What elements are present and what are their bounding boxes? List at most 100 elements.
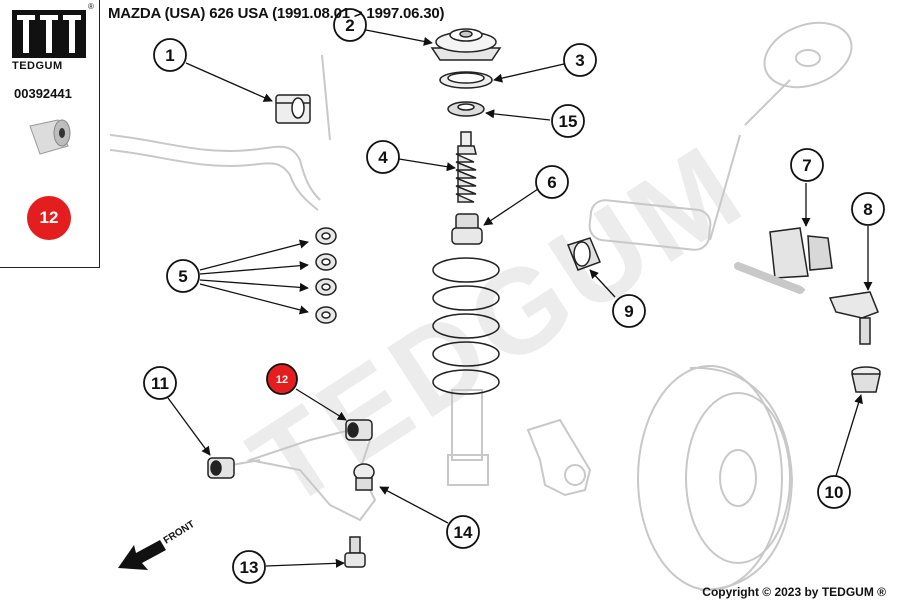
tie-rod-end-part: [828, 291, 879, 345]
steering-rack-ghost: [588, 199, 712, 251]
copyright-notice: Copyright © 2023 by TEDGUM ®: [702, 585, 886, 599]
callout-circle: [232, 550, 266, 584]
callout-label: 12: [276, 374, 288, 386]
component-drawings: [207, 28, 881, 568]
callout-circle: [612, 294, 646, 328]
callout-3: 3: [563, 43, 597, 77]
front-direction-label: FRONT: [162, 519, 197, 547]
callout-circle: [790, 148, 824, 182]
steering-column-ghost: [744, 79, 791, 126]
callout-label: 9: [624, 302, 633, 321]
leader-line-5d: [199, 283, 309, 315]
stabilizer-bar-ghost: [109, 134, 321, 201]
callout-8: 8: [851, 192, 885, 226]
callout-circle: [446, 515, 480, 549]
callout-label: 2: [345, 16, 354, 35]
callout-label: 6: [547, 173, 556, 192]
callout-label: 14: [454, 523, 473, 542]
callout-4: 4: [366, 140, 400, 174]
wheel-rim-ghost: [685, 392, 791, 564]
steering-knuckle-ghost: [526, 418, 592, 497]
callout-circle: [535, 165, 569, 199]
leader-line-5b: [199, 261, 309, 275]
mounting-bolt-ghost: [734, 262, 804, 294]
callout-circle: [266, 363, 298, 395]
wheel-tread-ghost: [689, 366, 794, 591]
callout-14: 14: [446, 515, 480, 549]
steering-boot-part: [769, 227, 833, 279]
leader-line-15: [485, 109, 551, 121]
leader-line-1: [185, 62, 273, 102]
callout-7: 7: [790, 148, 824, 182]
strut-mount-part: [430, 28, 502, 61]
leader-line-11: [167, 397, 211, 456]
leader-line-3: [493, 63, 565, 83]
leader-line-6: [483, 188, 539, 226]
bushing-thumbnail-icon: [29, 119, 71, 155]
steering-wheel-hub-ghost: [795, 49, 821, 67]
callout-label: 4: [378, 148, 388, 167]
vehicle-title: MAZDA (USA) 626 USA (1991.08.01 > 1997.0…: [108, 5, 445, 22]
callout-circle: [817, 475, 851, 509]
leader-line-5a: [199, 239, 309, 271]
leader-lines: [167, 29, 873, 568]
strut-bracket-ghost: [447, 454, 489, 486]
spring-seat-washer-part: [447, 101, 485, 117]
front-arrow-icon: [118, 540, 166, 570]
callout-11: 11: [143, 366, 177, 400]
rear-arm-bushing-part: [345, 419, 373, 441]
leader-line-10: [835, 394, 863, 477]
callout-label: 5: [178, 267, 187, 286]
callout-label: 10: [825, 483, 844, 502]
leader-line-14: [379, 486, 449, 524]
leader-line-5c: [199, 279, 309, 292]
ball-joint-boot-part: [851, 366, 881, 393]
highlight-badge: 12: [27, 196, 71, 240]
leader-line-12: [295, 388, 347, 421]
part-number: 00392441: [14, 86, 72, 101]
callout-label: 15: [559, 112, 578, 131]
callout-circle: [563, 43, 597, 77]
wheel-tire-ghost: [637, 365, 783, 591]
callout-label: 7: [802, 156, 811, 175]
coil-spring-part: [432, 257, 500, 395]
brand-name: TEDGUM: [12, 60, 63, 72]
callout-label: 13: [240, 558, 259, 577]
steering-wheel-ghost: [763, 21, 853, 89]
leader-line-4: [398, 158, 456, 172]
callout-5: 5: [166, 259, 200, 293]
ball-joint-pin-part: [344, 536, 366, 568]
callout-label: 8: [863, 200, 872, 219]
leader-line-9: [589, 269, 616, 298]
callout-13: 13: [232, 550, 266, 584]
registered-mark: ®: [88, 2, 94, 11]
stabilizer-bushing-part: [275, 94, 311, 124]
strut-bearing-part: [439, 71, 493, 89]
wheel-hub-ghost: [719, 449, 757, 507]
callout-circle: [551, 104, 585, 138]
bump-stop-part: [451, 213, 483, 245]
callout-circle: [166, 259, 200, 293]
steering-shaft-ghost: [709, 134, 741, 241]
leader-line-2: [365, 29, 433, 46]
callout-9: 9: [612, 294, 646, 328]
lower-ball-joint-part: [353, 463, 375, 491]
callout-15: 15: [551, 104, 585, 138]
callout-12: 12: [266, 363, 298, 395]
callout-circle: [333, 8, 367, 42]
front-arm-bushing-part: [207, 457, 235, 479]
callout-circle: [851, 192, 885, 226]
callout-label: 11: [151, 374, 169, 393]
leader-line-13: [265, 558, 345, 568]
callout-circle: [143, 366, 177, 400]
strut-body-ghost: [451, 389, 483, 461]
callout-label: 3: [575, 51, 584, 70]
callout-circle: [153, 38, 187, 72]
tedgum-logo-icon: [12, 10, 86, 58]
callout-10: 10: [817, 475, 851, 509]
rack-bushing-part: [567, 237, 601, 271]
product-panel: ® TEDGUM 00392441 12: [0, 0, 100, 268]
link-bushings-part: [315, 227, 337, 324]
